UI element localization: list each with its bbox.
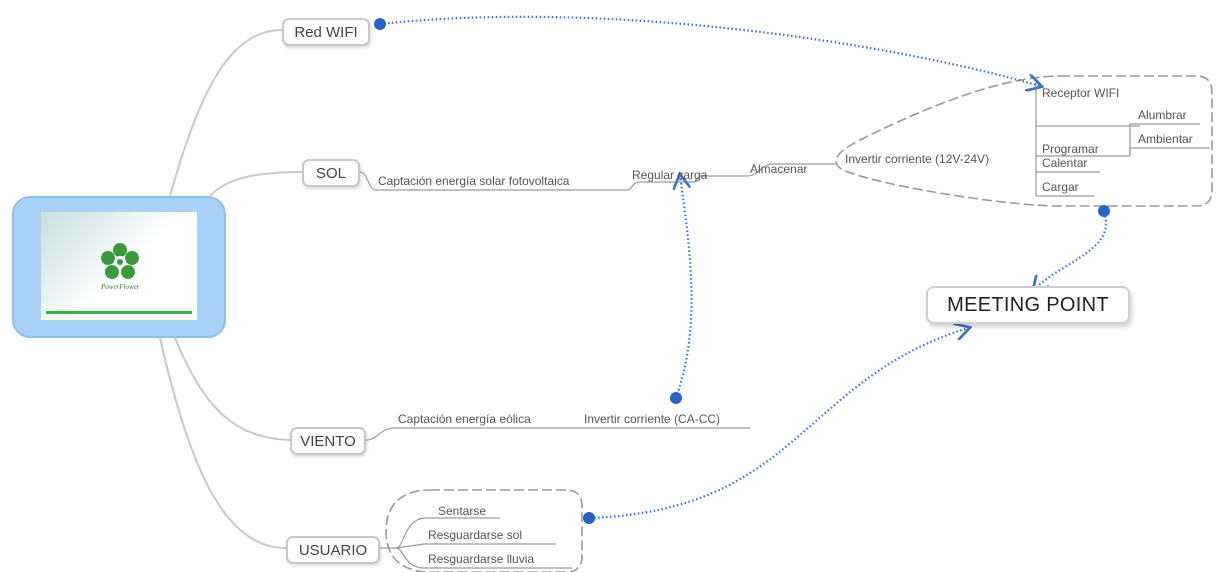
sol-regular-label[interactable]: Regular carga [632, 168, 708, 182]
viento-invertir-label[interactable]: Invertir corriente (CA-CC) [584, 412, 721, 426]
central-topic[interactable]: PowerFlower [12, 196, 226, 338]
relationship-links [379, 15, 1108, 520]
output-alumbrar-label[interactable]: Alumbrar [1138, 108, 1187, 122]
outputs-lines [1035, 78, 1210, 197]
branch-viento[interactable]: VIENTO [290, 427, 366, 455]
viento-captacion-label[interactable]: Captación energía eólica [398, 412, 531, 426]
central-slide-image: PowerFlower [40, 211, 198, 321]
flower-logo-icon [101, 243, 139, 279]
sol-invertir-label[interactable]: Invertir corriente (12V-24V) [845, 152, 990, 166]
sol-captacion-label[interactable]: Captación energía solar fotovoltaica [378, 174, 570, 188]
central-logo-text: PowerFlower [101, 283, 140, 291]
link-endpoints [374, 18, 1110, 524]
outputs-boundary [835, 75, 1213, 207]
branch-sol[interactable]: SOL [302, 159, 360, 187]
output-ambientar-label[interactable]: Ambientar [1138, 132, 1193, 146]
output-receptor-label[interactable]: Receptor WIFI [1042, 86, 1120, 100]
output-programar-label[interactable]: Programar [1042, 142, 1099, 156]
sol-almacenar-label[interactable]: Almacenar [750, 162, 808, 176]
link-outputs-meeting [1034, 211, 1108, 290]
usuario-lluvia-label[interactable]: Resguardarse lluvia [428, 552, 535, 566]
branch-red-wifi[interactable]: Red WIFI [282, 18, 370, 46]
usuario-lines [380, 517, 572, 569]
link-wifi-receptor [379, 15, 1040, 86]
sol-chain-lines [359, 163, 836, 191]
usuario-sentarse-label[interactable]: Sentarse [438, 504, 487, 518]
meeting-point-node[interactable]: MEETING POINT [926, 286, 1130, 324]
branch-line-sol [209, 171, 303, 197]
branch-line-usuario [159, 337, 287, 549]
viento-chain-lines [365, 427, 750, 441]
link-viento-regular [676, 176, 693, 399]
output-calentar-label[interactable]: Calentar [1042, 156, 1088, 170]
output-cargar-label[interactable]: Cargar [1042, 180, 1079, 194]
branch-line-viento [174, 337, 291, 441]
slide-accent-bar [46, 311, 192, 314]
usuario-sol-label[interactable]: Resguardarse sol [428, 528, 523, 542]
link-usuario-meeting [589, 328, 968, 520]
branch-usuario[interactable]: USUARIO [286, 536, 380, 564]
branch-line-red-wifi [169, 29, 283, 197]
branch-lines [159, 29, 303, 549]
